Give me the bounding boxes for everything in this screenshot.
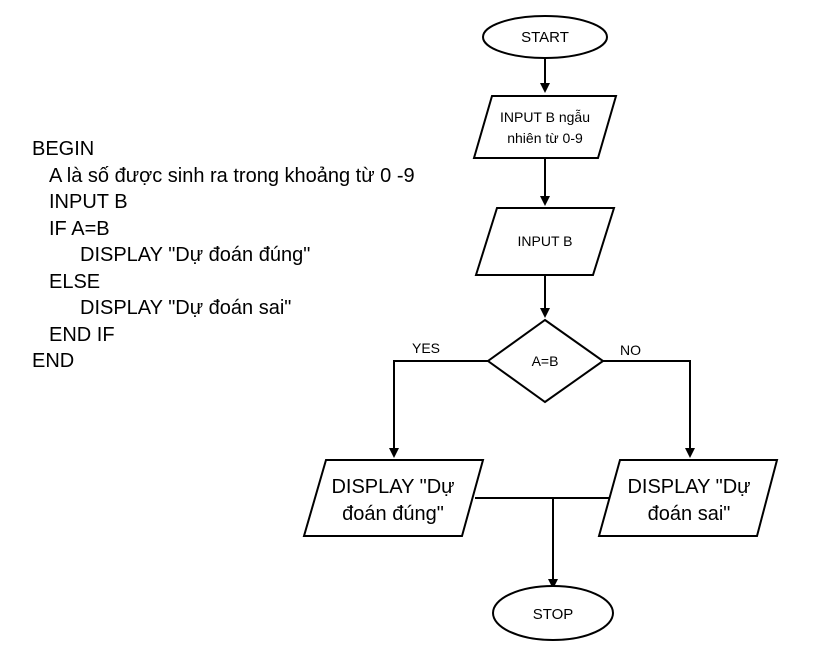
start-terminator: START — [482, 15, 608, 59]
stop-label: STOP — [533, 606, 574, 623]
input-random-node: INPUT B ngẫu nhiên từ 0-9 — [472, 95, 618, 159]
pseudocode-line-else: ELSE — [49, 270, 101, 293]
display-correct-node: DISPLAY "Dự đoán đúng" — [302, 459, 485, 537]
pseudocode-line-if: IF A=B — [49, 217, 110, 240]
display-wrong-node: DISPLAY "Dự đoán sai" — [597, 459, 779, 537]
input-b-label: INPUT B — [518, 233, 573, 249]
pseudocode-line-input-b: INPUT B — [49, 191, 128, 213]
pseudocode-line-display-wrong: DISPLAY "Dự đoán sai" — [80, 297, 292, 319]
pseudocode-block: BEGIN A là số được sinh ra trong khoảng … — [32, 136, 415, 375]
input-b-node: INPUT B — [474, 207, 616, 276]
no-label: NO — [620, 342, 641, 358]
flow-connectors — [389, 58, 695, 589]
display-wrong-label-line2: đoán sai" — [648, 503, 731, 525]
pseudocode-line-end-if: END IF — [49, 323, 115, 346]
display-correct-label-line2: đoán đúng" — [342, 503, 444, 525]
arrow-no-branch — [603, 360, 695, 458]
decision-node: A=B — [486, 318, 605, 404]
pseudocode-line-assign-a: A là số được sinh ra trong khoảng từ 0 -… — [49, 164, 415, 187]
stop-terminator: STOP — [492, 585, 614, 641]
input-random-label-line2: nhiên từ 0-9 — [507, 130, 583, 146]
pseudocode-line-display-correct: DISPLAY "Dự đoán đúng" — [80, 244, 311, 266]
display-correct-label-line1: DISPLAY "Dự — [331, 476, 454, 498]
display-wrong-label-line1: DISPLAY "Dự — [627, 476, 750, 498]
start-label: START — [521, 29, 569, 46]
yes-label: YES — [412, 340, 440, 356]
pseudocode-line-begin: BEGIN — [32, 138, 95, 160]
arrow-yes-branch — [389, 360, 488, 458]
pseudocode-line-end: END — [32, 350, 75, 372]
decision-label: A=B — [532, 353, 559, 369]
input-random-label-line1: INPUT B ngẫu — [500, 109, 590, 125]
